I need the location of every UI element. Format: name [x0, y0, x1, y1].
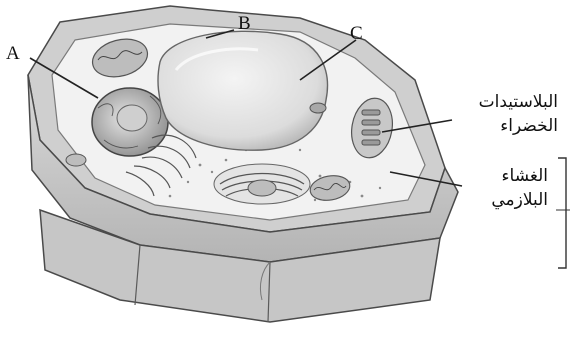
central-vacuole — [158, 31, 327, 150]
label-b: B — [238, 14, 251, 33]
label-a: A — [6, 44, 20, 63]
label-chloroplast-line1: البلاستيدات — [448, 90, 558, 114]
label-chloroplast: البلاستيدات الخضراء — [448, 90, 558, 138]
label-membrane-line2: البلازمي — [448, 188, 548, 212]
small-organelle — [310, 103, 326, 113]
plasma-membrane-bracket — [558, 158, 566, 268]
label-membrane-line1: الغشاء — [448, 164, 548, 188]
label-c: C — [350, 24, 363, 43]
golgi-apparatus — [214, 164, 310, 204]
label-plasma-membrane: الغشاء البلازمي — [448, 164, 548, 212]
label-chloroplast-line2: الخضراء — [448, 114, 558, 138]
mitochondrion-small — [66, 154, 86, 166]
